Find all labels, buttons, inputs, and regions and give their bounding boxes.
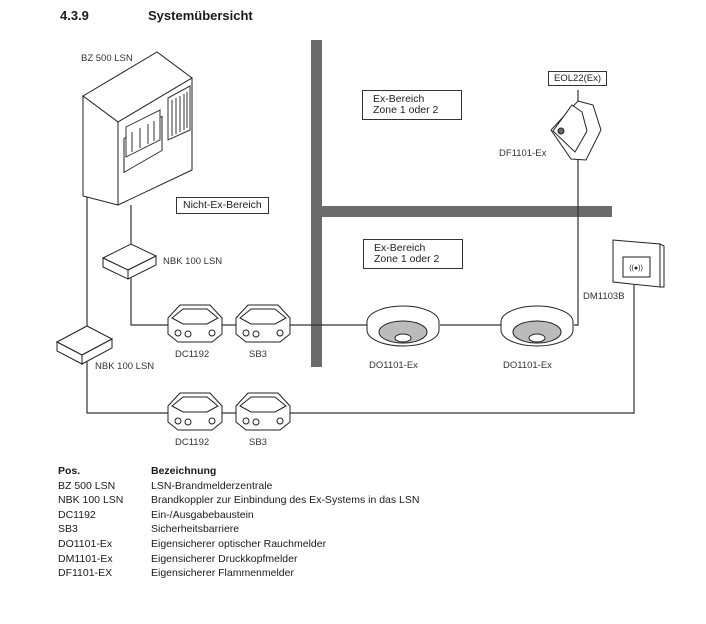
dm1103b-icon: ((●))	[612, 239, 665, 288]
wire-sb-dm	[290, 285, 635, 414]
label-df1101: DF1101-Ex	[499, 148, 547, 159]
label-dc1192-upper: DC1192	[175, 349, 210, 360]
legend-desc: Eigensicherer Flammenmelder	[151, 567, 294, 580]
label-do1101-2: DO1101-Ex	[503, 360, 552, 371]
legend-pos: BZ 500 LSN	[58, 479, 116, 492]
legend-pos: DF1101-EX	[58, 567, 113, 580]
legend-table: Pos. Bezeichnung BZ 500 LSN LSN-Brandmel…	[58, 464, 419, 581]
eol22-tag: EOL22(Ex)	[548, 71, 607, 86]
label-sb3-lower: SB3	[249, 437, 267, 448]
wall-horizontal	[322, 206, 612, 217]
legend-desc: LSN-Brandmelderzentrale	[151, 479, 273, 492]
label-nbk-lower: NBK 100 LSN	[95, 361, 155, 372]
legend-desc: Eigensicherer optischer Rauchmelder	[151, 537, 327, 550]
legend-row: BZ 500 LSN LSN-Brandmelderzentrale	[58, 479, 419, 494]
legend-row: DM1101-Ex Eigensicherer Druckkopfmelder	[58, 552, 419, 567]
zone-label-ex-upper: Ex-Bereich Zone 1 oder 2	[362, 90, 462, 120]
legend-pos: DO1101-Ex	[58, 537, 113, 550]
do1101-2-icon	[500, 305, 574, 347]
label-sb3-upper: SB3	[249, 349, 267, 360]
legend-row: DO1101-Ex Eigensicherer optischer Rauchm…	[58, 537, 419, 552]
label-nbk-upper: NBK 100 LSN	[163, 256, 223, 267]
legend-row: SB3 Sicherheitsbarriere	[58, 522, 419, 537]
zone-label-ex-lower: Ex-Bereich Zone 1 oder 2	[363, 239, 463, 269]
legend-row: DC1192 Ein-/Ausgabebaustein	[58, 508, 419, 523]
label-bz500: BZ 500 LSN	[81, 53, 133, 64]
zone-label-non-ex: Nicht-Ex-Bereich	[176, 197, 269, 214]
label-do1101-1: DO1101-Ex	[369, 360, 418, 371]
wiring	[86, 90, 635, 414]
dc1192-upper-icon	[167, 304, 223, 343]
legend-header-pos: Pos.	[58, 465, 81, 477]
section-title: Systemübersicht	[148, 8, 253, 23]
label-dc1192-lower: DC1192	[175, 437, 210, 448]
nbk-lower-icon	[55, 325, 114, 365]
zone-ex-lower-line1: Ex-Bereich	[374, 242, 426, 254]
dc1192-lower-icon	[167, 392, 223, 431]
legend-header-desc: Bezeichnung	[151, 465, 217, 477]
do1101-1-icon	[366, 305, 440, 347]
zone-ex-upper-line2: Zone 1 oder 2	[373, 104, 439, 116]
legend-header: Pos. Bezeichnung	[58, 464, 419, 479]
df1101-icon	[550, 100, 602, 161]
wire-do2-df	[574, 90, 579, 326]
panel-bz500-icon	[82, 51, 193, 206]
legend-pos: DC1192	[58, 508, 96, 521]
legend-desc: Ein-/Ausgabebaustein	[151, 508, 254, 521]
svg-text:((●)): ((●))	[629, 265, 643, 272]
wire-nbk-dc-lower	[86, 362, 168, 414]
sb3-lower-icon	[235, 392, 291, 431]
legend-row: DF1101-EX Eigensicherer Flammenmelder	[58, 566, 419, 581]
zone-ex-upper-line1: Ex-Bereich	[373, 93, 425, 105]
wire-nbk-dc-upper	[130, 278, 168, 326]
legend-desc: Eigensicherer Druckkopfmelder	[151, 552, 298, 565]
legend-desc: Sicherheitsbarriere	[151, 523, 240, 536]
label-dm1103b: DM1103B	[583, 291, 625, 302]
section-number: 4.3.9	[60, 8, 89, 23]
nbk-upper-icon	[101, 243, 158, 280]
wall-vertical	[311, 40, 322, 367]
zone-ex-lower-line2: Zone 1 oder 2	[374, 253, 440, 265]
zone-non-ex-text: Nicht-Ex-Bereich	[183, 199, 262, 211]
legend-pos: DM1101-Ex	[58, 552, 113, 565]
legend-row: NBK 100 LSN Brandkoppler zur Einbindung …	[58, 493, 419, 508]
legend-desc: Brandkoppler zur Einbindung des Ex-Syste…	[151, 494, 420, 507]
legend-pos: SB3	[58, 523, 78, 536]
legend-pos: NBK 100 LSN	[58, 494, 124, 507]
eol22-label: EOL22(Ex)	[554, 73, 601, 84]
sb3-upper-icon	[235, 304, 291, 343]
